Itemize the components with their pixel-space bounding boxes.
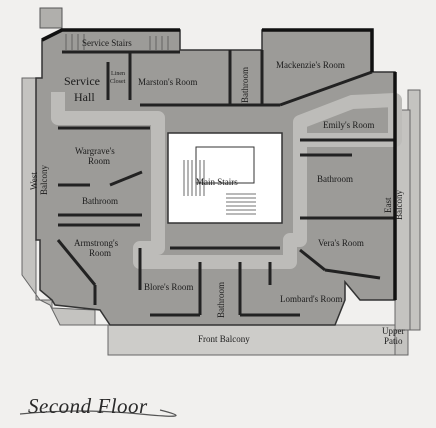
label-wargraves-1: Wargrave's — [75, 146, 115, 156]
building — [35, 28, 402, 326]
label-emilys-room: Emily's Room — [323, 120, 374, 130]
walls — [56, 50, 395, 317]
label-veras-room: Vera's Room — [318, 238, 364, 248]
label-service-hall-1: Service — [64, 74, 100, 88]
label-armstrongs-1: Armstrong's — [74, 238, 119, 248]
label-east-1: East — [383, 197, 393, 213]
label-wargraves-2: Room — [88, 156, 110, 166]
stair-treads — [183, 160, 256, 215]
label-bathroom-west: Bathroom — [82, 196, 118, 206]
label-bathroom-bottom: Bathroom — [216, 282, 226, 318]
label-armstrongs-2: Room — [89, 248, 111, 258]
label-linen-2: Closet — [110, 79, 126, 85]
label-west-1: West — [29, 172, 39, 190]
label-front-balcony: Front Balcony — [198, 334, 250, 344]
label-bathroom-top: Bathroom — [240, 67, 250, 103]
title-underline — [19, 409, 177, 417]
label-marstons-room: Marston's Room — [138, 77, 197, 87]
label-service-stairs: Service Stairs — [82, 38, 132, 48]
label-east-2: Balcony — [394, 190, 404, 220]
label-linen-1: Linen — [111, 71, 125, 77]
label-west-2: Balcony — [39, 165, 49, 195]
room-labels: Service Stairs Service Hall Linen Closet… — [29, 38, 405, 346]
label-upper-1: Upper — [382, 326, 405, 336]
label-upper-2: Patio — [384, 336, 403, 346]
label-mackenzies-room: Mackenzie's Room — [276, 60, 345, 70]
label-service-hall-2: Hall — [74, 90, 95, 104]
floor-title: Second Floor — [28, 394, 148, 418]
label-bathroom-east: Bathroom — [317, 174, 353, 184]
label-lombards-room: Lombard's Room — [280, 294, 342, 304]
label-blores-room: Blore's Room — [144, 282, 193, 292]
label-main-stairs: Main Stairs — [196, 177, 238, 187]
terrace — [21, 7, 421, 356]
